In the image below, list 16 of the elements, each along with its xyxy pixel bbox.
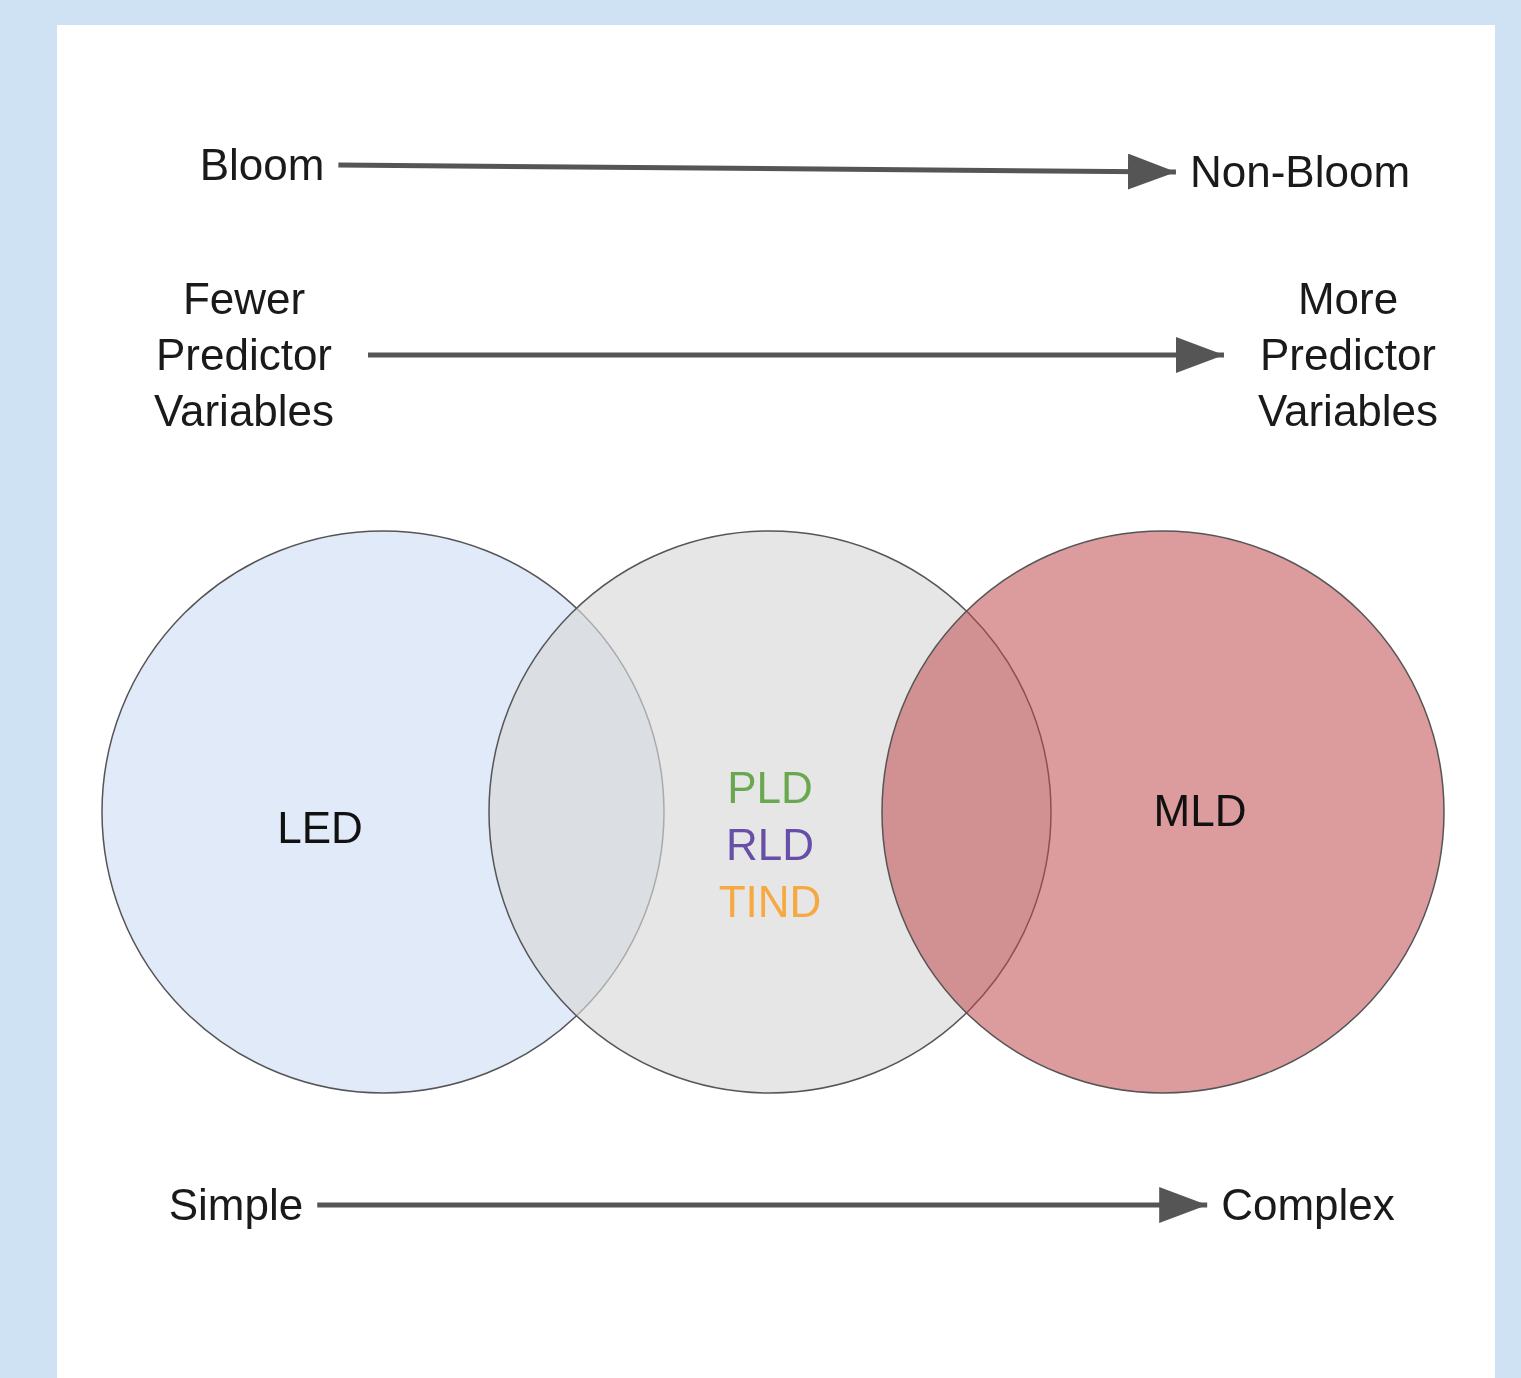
axis-label: Fewer Predictor Variables: [134, 271, 354, 439]
venn-circle: [101, 530, 665, 1094]
axis-label: More Predictor Variables: [1238, 271, 1458, 439]
arrow: [338, 153, 1176, 190]
axis-label: Non-Bloom: [1189, 144, 1411, 200]
circle-label: LED: [277, 801, 363, 854]
arrow: [368, 337, 1224, 373]
axis-label: Complex: [1221, 1177, 1395, 1233]
axis-label: Bloom: [199, 137, 325, 193]
circle-label: MLD: [1153, 784, 1247, 837]
axis-label: Simple: [168, 1177, 304, 1233]
circle-label: TIND: [718, 875, 822, 928]
arrow: [317, 1187, 1208, 1223]
circle-label: PLD: [727, 761, 813, 814]
circle-label: RLD: [726, 818, 814, 871]
venn-circle: [881, 530, 1445, 1094]
